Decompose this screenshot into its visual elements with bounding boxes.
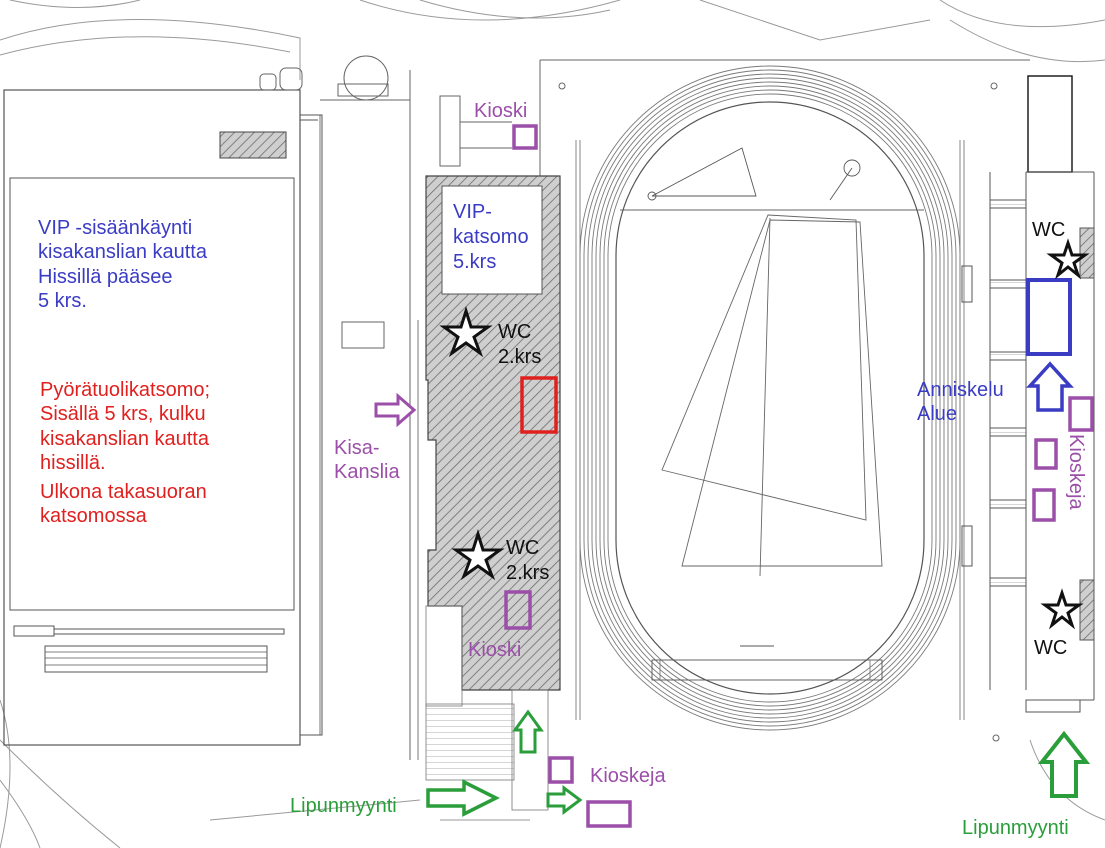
wheelchair-label: Pyörätuolikatsomo; Sisällä 5 krs, kulku … (40, 379, 211, 527)
arrow-icon (374, 392, 417, 428)
kiosk-markers (504, 124, 1094, 828)
star-icon (1040, 588, 1084, 630)
kiosk-box-east-1 (1068, 396, 1094, 432)
star-icon (451, 528, 505, 581)
kioskeja-bottom-label: Kioskeja (590, 765, 666, 787)
anniskelu-label: Anniskelu Alue (917, 379, 1004, 425)
wc-main-lower-label: WC 2.krs (506, 537, 550, 584)
practice-field (3, 89, 323, 746)
arrow-icon (512, 709, 544, 754)
kiosk-box-east-2 (1034, 438, 1058, 470)
running-track (575, 65, 965, 731)
kiosk-box-east-3 (1032, 488, 1056, 522)
kiosk-box-bottom-1 (548, 756, 574, 784)
wc-stars (439, 238, 1090, 630)
kiosk-box-top (512, 124, 538, 150)
arrow-icon (426, 779, 500, 817)
main-grandstand (417, 175, 561, 811)
wc-east-bottom-label: WC (1034, 637, 1068, 659)
arrow-icon (1037, 730, 1091, 798)
wc-main-upper-label: WC 2.krs (498, 321, 542, 368)
kiosk-box-bottom-2 (586, 800, 632, 828)
arrow-icon (546, 785, 583, 815)
kioski-top-label: Kioski (474, 100, 528, 122)
arrow-icon (1026, 361, 1074, 412)
lipunmyynti-right-label: Lipunmyynti (962, 817, 1069, 839)
kiosk-box-main (504, 590, 532, 630)
east-stand (961, 171, 1095, 713)
vip-stand-label: VIP- katsomo 5.krs (453, 201, 529, 273)
wheelchair-area-marker (520, 376, 558, 434)
wc-east-top-label: WC (1032, 219, 1066, 241)
kioski-main-label: Kioski (468, 639, 522, 661)
lipunmyynti-left-label: Lipunmyynti (290, 795, 397, 817)
kisakanslia-label: Kisa- Kanslia (334, 437, 400, 483)
star-icon (1046, 238, 1090, 280)
vip-entry-label: VIP -sisäänkäynti kisakanslian kautta Hi… (38, 217, 207, 313)
star-icon (439, 305, 493, 358)
kioskeja-east-label: Kioskeja (1065, 434, 1087, 510)
serving-area-marker (1026, 278, 1072, 356)
